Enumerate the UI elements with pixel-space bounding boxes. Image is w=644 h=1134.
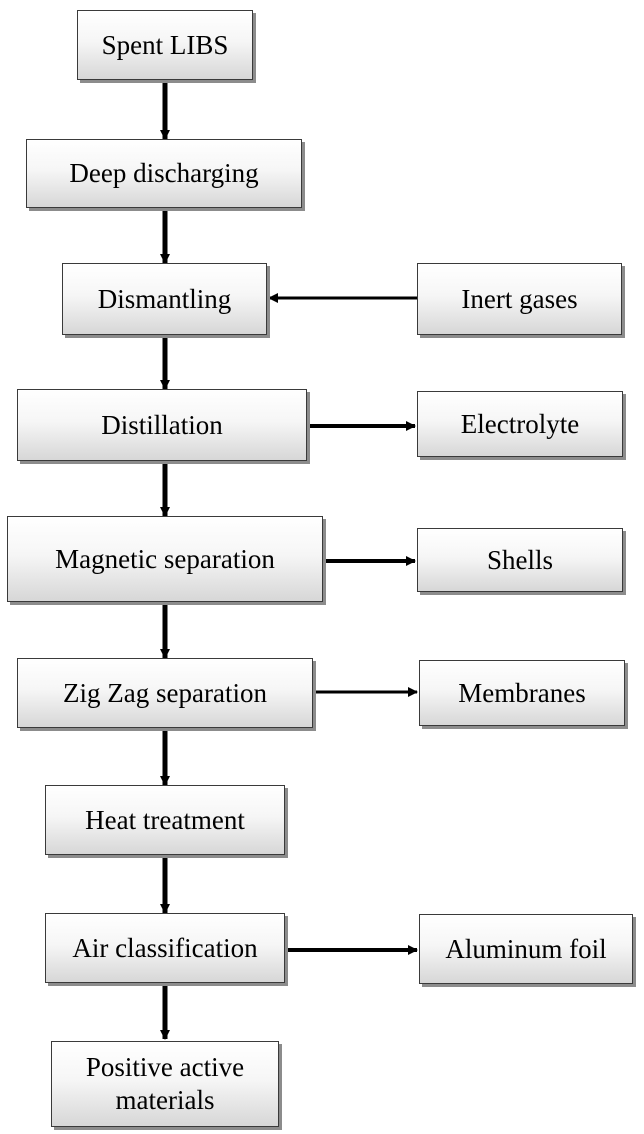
node-heat-treatment: Heat treatment — [45, 785, 285, 855]
node-positive-active-materials: Positive active materials — [51, 1041, 279, 1127]
node-magnetic-separation: Magnetic separation — [7, 516, 323, 602]
node-shells: Shells — [417, 528, 623, 592]
node-aluminum-foil: Aluminum foil — [419, 914, 633, 984]
node-positive-active-materials-line1: Positive active — [85, 1052, 245, 1083]
node-dismantling: Dismantling — [62, 263, 267, 335]
node-electrolyte: Electrolyte — [417, 391, 623, 457]
node-air-classification: Air classification — [45, 913, 285, 983]
node-distillation: Distillation — [17, 389, 307, 461]
node-spent-libs: Spent LIBS — [77, 10, 253, 80]
node-deep-discharging: Deep discharging — [26, 139, 302, 208]
node-zigzag-separation: Zig Zag separation — [17, 658, 313, 728]
node-positive-active-materials-line2: materials — [115, 1085, 215, 1115]
node-membranes: Membranes — [419, 660, 625, 726]
node-inert-gases: Inert gases — [417, 263, 622, 335]
